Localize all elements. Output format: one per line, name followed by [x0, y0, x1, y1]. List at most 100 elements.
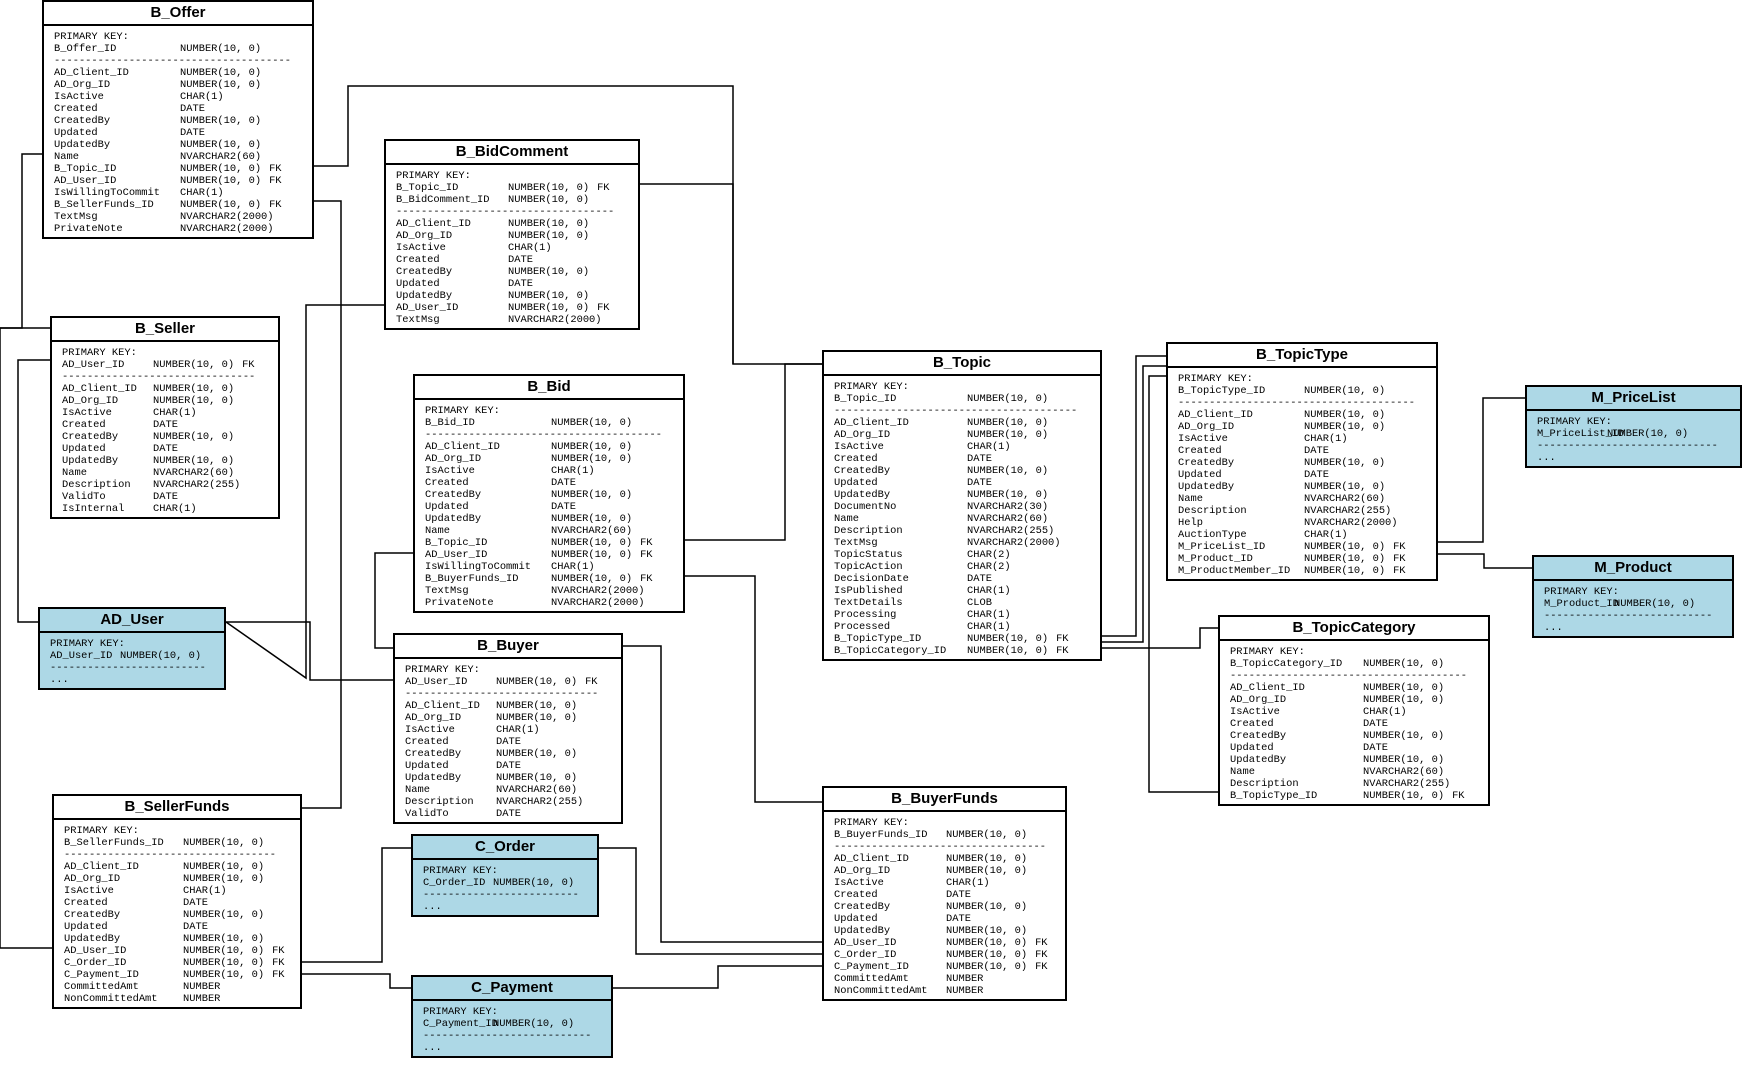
column-type: NUMBER(10, 0): [180, 199, 262, 211]
column-name: AD_Client_ID: [62, 383, 137, 395]
more-columns-ellipsis: ...: [423, 901, 442, 913]
fk-marker: FK: [1393, 553, 1406, 565]
column-type: NUMBER(10, 0): [967, 465, 1049, 477]
column-type: NUMBER(10, 0): [496, 772, 578, 784]
key-separator: --------------------------------------: [425, 429, 662, 441]
column-name: Updated: [834, 477, 878, 489]
column-type: DATE: [496, 760, 521, 772]
fk-marker: FK: [1035, 949, 1048, 961]
column-name: B_TopicCategory_ID: [834, 645, 947, 657]
column-name: B_SellerFunds_ID: [64, 837, 164, 849]
column-type: NUMBER(10, 0): [946, 925, 1028, 937]
column-name: AD_User_ID: [50, 650, 113, 662]
column-type: NUMBER(10, 0): [496, 676, 578, 688]
primary-key-label: PRIMARY KEY:: [54, 31, 129, 43]
key-separator: --------------------------------------: [1230, 670, 1467, 682]
rel-topictype-product: [1438, 553, 1532, 569]
column-name: Name: [62, 467, 87, 479]
column-name: AD_Org_ID: [64, 873, 121, 885]
column-name: CommittedAmt: [834, 973, 909, 985]
column-name: DocumentNo: [834, 501, 897, 513]
column-type: NUMBER(10, 0): [153, 455, 235, 467]
column-type: NUMBER(10, 0): [496, 700, 578, 712]
key-separator: -------------------------------: [405, 688, 599, 700]
column-name: TextMsg: [54, 211, 98, 223]
column-type: NUMBER(10, 0): [1363, 730, 1445, 742]
fk-marker: FK: [597, 302, 610, 314]
column-type: NUMBER(10, 0): [153, 383, 235, 395]
column-type: NUMBER(10, 0): [946, 961, 1028, 973]
column-name: Description: [62, 479, 131, 491]
column-name: Created: [64, 897, 108, 909]
primary-key-label: PRIMARY KEY:: [423, 1006, 498, 1018]
column-name: TextMsg: [396, 314, 440, 326]
table-title: B_Bid: [415, 376, 683, 400]
key-separator: -----------------------------------: [396, 206, 615, 218]
column-type: DATE: [1304, 445, 1329, 457]
column-type: NVARCHAR2(2000): [508, 314, 602, 326]
column-name: AD_User_ID: [834, 937, 897, 949]
column-name: AD_Org_ID: [62, 395, 119, 407]
primary-key-label: PRIMARY KEY:: [425, 405, 500, 417]
column-type: NUMBER(10, 0): [1304, 541, 1386, 553]
column-type: NUMBER(10, 0): [153, 395, 235, 407]
column-name: AD_User_ID: [54, 175, 117, 187]
column-name: Name: [54, 151, 79, 163]
column-name: NonCommittedAmt: [834, 985, 928, 997]
fk-marker: FK: [272, 945, 285, 957]
column-type: DATE: [967, 453, 992, 465]
column-name: Updated: [54, 127, 98, 139]
column-name: UpdatedBy: [834, 489, 891, 501]
column-name: PrivateNote: [425, 597, 494, 609]
column-name: Name: [425, 525, 450, 537]
column-type: NUMBER(10, 0): [508, 302, 590, 314]
column-name: DecisionDate: [834, 573, 909, 585]
rel-topic-topictype-b: [1102, 365, 1166, 643]
column-name: Updated: [64, 921, 108, 933]
rel-sellerfunds-payment: [302, 973, 411, 989]
column-type: NUMBER(10, 0): [1363, 682, 1445, 694]
